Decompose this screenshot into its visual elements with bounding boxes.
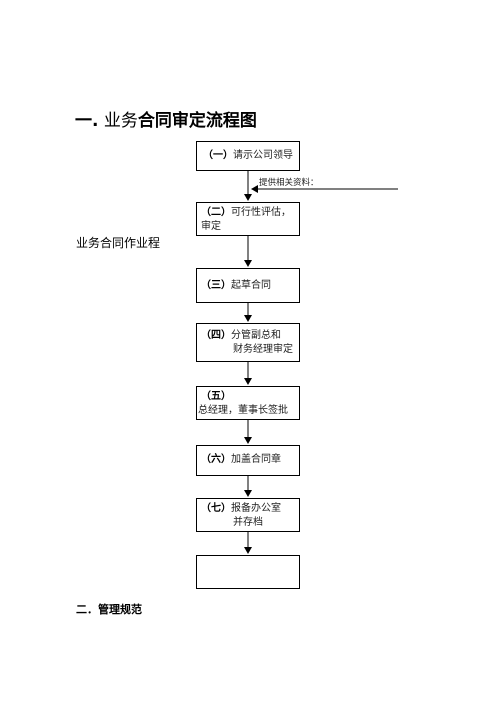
flow-step-8-empty bbox=[196, 555, 300, 589]
step-4-number: （四） bbox=[201, 330, 231, 341]
flow-step-6: （六）加盖合同章 bbox=[196, 445, 300, 476]
title-number: 一. bbox=[75, 111, 99, 131]
step-2-text-2: 审定 bbox=[201, 221, 221, 232]
page-title: 一. 业务合同审定流程图 bbox=[75, 110, 257, 132]
step-3-number: （三） bbox=[201, 280, 231, 291]
flow-step-2: （二）可行性评估， 审定 bbox=[196, 202, 300, 236]
title-bold-text: 合同审定流程图 bbox=[137, 111, 257, 131]
step-5-text: 总经理，董事长签批 bbox=[198, 405, 288, 416]
flow-step-5: （五） 总经理，董事长签批 bbox=[196, 386, 300, 420]
step-4-text-2: 财务经理审定 bbox=[233, 344, 293, 355]
step-1-text: 请示公司领导 bbox=[233, 150, 293, 161]
step-7-number: （七） bbox=[201, 503, 231, 514]
step-7-text-2: 并存档 bbox=[233, 517, 263, 528]
step-3-text: 起草合同 bbox=[231, 280, 271, 291]
step-2-number: （二） bbox=[201, 207, 231, 218]
step-6-number: （六） bbox=[201, 454, 231, 465]
input-note: 提供相关资料： bbox=[259, 178, 319, 188]
title-prefix: 业务 bbox=[103, 111, 138, 131]
flow-step-1: （一）请示公司领导 bbox=[196, 141, 300, 171]
step-5-number: （五） bbox=[201, 391, 231, 402]
step-2-text-1: 可行性评估， bbox=[231, 207, 291, 218]
section-two-title: 二．管理规范 bbox=[76, 603, 142, 616]
flow-step-4: （四）分管副总和 财务经理审定 bbox=[196, 323, 300, 362]
step-6-text: 加盖合同章 bbox=[231, 454, 281, 465]
flow-step-7: （七）报备办公室 并存档 bbox=[196, 498, 300, 532]
step-7-text-1: 报备办公室 bbox=[231, 503, 281, 514]
step-4-text-1: 分管副总和 bbox=[231, 330, 281, 341]
flow-step-3: （三）起草合同 bbox=[196, 268, 300, 303]
step-1-number: （一） bbox=[203, 150, 233, 161]
side-label: 业务合同作业程 bbox=[76, 236, 161, 250]
